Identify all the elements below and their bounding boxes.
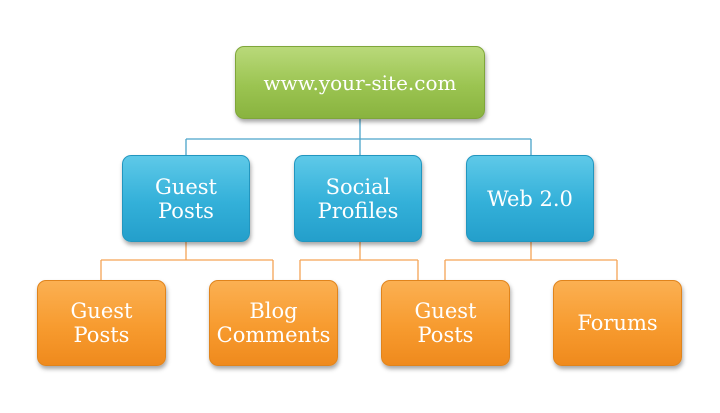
root-node: www.your-site.com [235, 46, 485, 119]
level1-node-label: Social Profiles [317, 174, 399, 223]
level1-node-label: Web 2.0 [487, 186, 573, 211]
connector-guest-posts-children [100, 242, 274, 280]
level2-node-guest-posts: Guest Posts [37, 280, 166, 366]
connector-social-profiles-children [299, 242, 419, 280]
level2-node-label: Guest Posts [70, 299, 133, 347]
level1-node-guest-posts: Guest Posts [122, 155, 250, 242]
level1-node-label: Guest Posts [155, 174, 217, 223]
level2-node-forums: Forums [553, 280, 682, 366]
level2-node-label: Blog Comments [216, 299, 331, 347]
level1-node-web-2-0: Web 2.0 [466, 155, 594, 242]
level2-node-guest-posts-2: Guest Posts [381, 280, 510, 366]
connector-root-to-level1 [185, 119, 532, 155]
level1-node-social-profiles: Social Profiles [294, 155, 422, 242]
root-node-label: www.your-site.com [263, 70, 457, 95]
level2-node-label: Guest Posts [414, 299, 477, 347]
level2-node-blog-comments: Blog Comments [209, 280, 338, 366]
level2-node-label: Forums [577, 311, 658, 335]
connector-web20-children [444, 242, 618, 280]
